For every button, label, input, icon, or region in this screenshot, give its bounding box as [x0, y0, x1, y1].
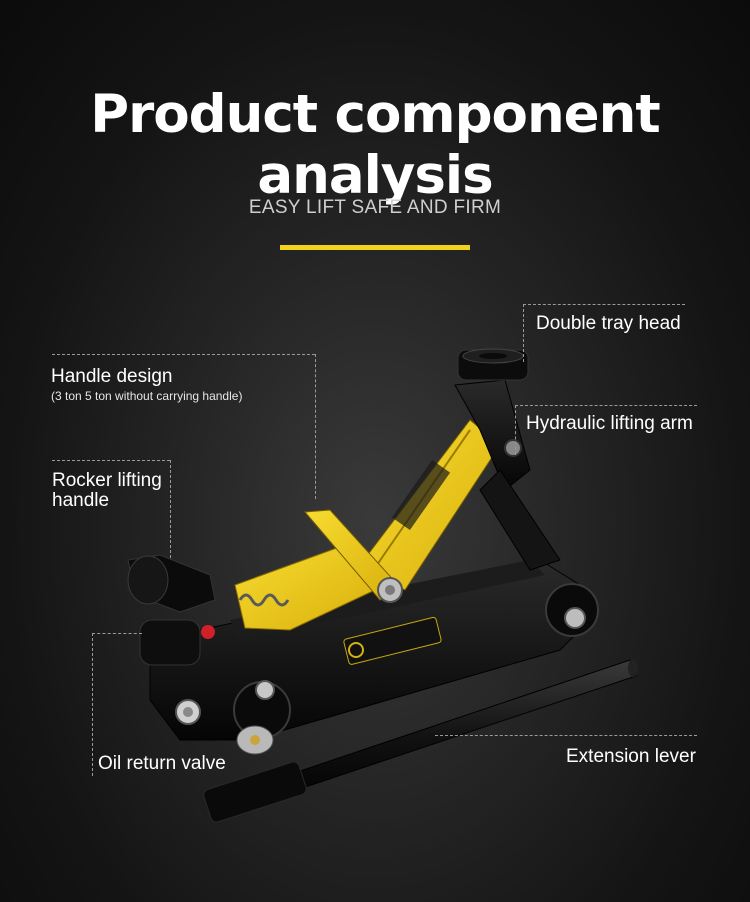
carrying-handle — [303, 509, 403, 603]
callout-line — [523, 304, 685, 305]
callout-line — [523, 304, 524, 362]
page-title: Product component analysis — [90, 84, 660, 206]
extension-lever-rod — [203, 659, 638, 823]
front-wheel — [545, 583, 599, 637]
callout-line — [515, 405, 697, 406]
callout-line — [52, 354, 315, 355]
jack-yellow-body — [234, 544, 376, 631]
callout-line — [52, 460, 170, 461]
label-handle-design: Handle design (3 ton 5 ton without carry… — [51, 367, 242, 403]
label-hydraulic-lifting-arm: Hydraulic lifting arm — [526, 413, 693, 434]
label-handle-design-note: (3 ton 5 ton without carrying handle) — [51, 388, 243, 403]
label-handle-design-text: Handle design — [51, 366, 173, 387]
label-rocker-lifting-handle-line2: handle — [52, 489, 110, 511]
double-tray-head — [454, 348, 531, 491]
label-rocker-lifting-handle-line1: Rocker lifting — [52, 470, 162, 491]
callout-line — [515, 405, 516, 455]
callout-line — [170, 460, 171, 558]
callout-line — [92, 633, 142, 634]
label-double-tray-head: Double tray head — [536, 313, 681, 334]
oil-return-valve-bolt — [175, 699, 201, 725]
callout-line — [315, 354, 316, 499]
label-oil-return-valve: Oil return valve — [98, 753, 226, 774]
rear-wheel — [233, 680, 291, 755]
rear-link — [479, 469, 561, 571]
rocker-lifting-handle-socket — [127, 554, 216, 666]
hydraulic-lifting-arm — [359, 419, 501, 591]
accent-divider — [280, 245, 470, 250]
label-rocker-lifting-handle: Rocker lifting handle — [52, 471, 162, 511]
callout-line — [435, 735, 697, 736]
callout-line — [92, 633, 93, 776]
page-subtitle: EASY LIFT SAFE AND FIRM — [248, 197, 502, 218]
label-extension-lever: Extension lever — [566, 746, 696, 767]
